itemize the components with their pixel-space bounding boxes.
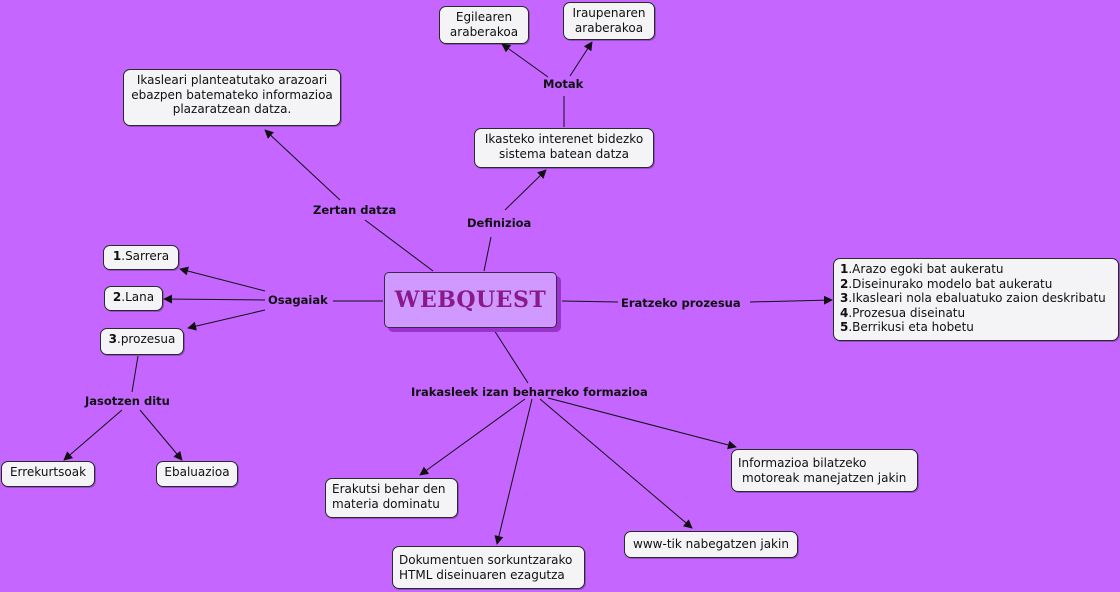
node-text: .Sarrera — [121, 249, 170, 263]
label-zertan-datza: Zertan datza — [313, 203, 397, 217]
node-line: HTML diseinuaren ezagutza — [399, 567, 565, 582]
label-motak: Motak — [543, 77, 584, 91]
node-number: 2 — [112, 290, 122, 304]
node-errekurtsoak[interactable]: Errekurtsoak — [1, 461, 95, 487]
node-ikasteko-interenet[interactable]: Ikasteko interenet bidezko sistema batea… — [474, 128, 654, 168]
node-www-nabegatzen[interactable]: www-tik nabegatzen jakin — [624, 531, 798, 558]
step-4: 4.Prozesua diseinatu — [840, 306, 1112, 321]
label-osagaiak: Osagaiak — [268, 293, 328, 307]
label-eratzeko-prozesua: Eratzeko prozesua — [621, 296, 741, 310]
step-2: 2.Diseinurako modelo bat aukeratu — [840, 277, 1112, 292]
node-dokumentuen-sorkuntzarako[interactable]: Dokumentuen sorkuntzarako HTML diseinuar… — [392, 546, 585, 589]
arrow-www — [539, 398, 693, 529]
connector-definizioa — [483, 236, 492, 272]
arrow-dokumentuen — [494, 398, 533, 545]
step-number: 4 — [840, 305, 849, 320]
node-eratzeko-steps[interactable]: 1.Arazo egoki bat aukeratu 2.Diseinurako… — [833, 258, 1119, 341]
arrow-lana — [163, 294, 266, 304]
node-line: motoreak manejatzen jakin — [742, 470, 907, 485]
node-egilearen-araberakoa[interactable]: Egilearen araberakoa — [439, 6, 529, 44]
node-lana[interactable]: 2.Lana — [104, 286, 163, 311]
label-jasotzen-ditu: Jasotzen ditu — [85, 394, 170, 408]
connector-zertan — [364, 219, 434, 272]
step-text: .Diseinurako modelo bat aukeratu — [848, 276, 1053, 291]
arrow-errekurtsoak — [63, 409, 123, 461]
step-text: .Arazo egoki bat aukeratu — [848, 262, 1004, 276]
node-sarrera[interactable]: 1.Sarrera — [103, 245, 179, 270]
node-line: araberakoa — [574, 20, 644, 35]
node-prozesua[interactable]: 3.prozesua — [100, 328, 184, 355]
node-line: ebazpen batemateko informazioa — [131, 87, 333, 102]
arrow-informazioa — [547, 397, 737, 450]
node-line: Ikasteko interenet bidezko — [484, 132, 644, 146]
node-number: 1 — [112, 249, 122, 263]
node-line: araberakoa — [449, 24, 519, 39]
step-number: 5 — [840, 320, 849, 334]
arrow-prozesua — [187, 309, 266, 331]
step-text: .Ikasleari nola ebaluatuko zaion deskrib… — [848, 291, 1106, 305]
node-line: Dokumentuen sorkuntzarako — [399, 553, 573, 567]
node-line: Erakutsi behar den — [332, 482, 446, 496]
node-text: .Lana — [121, 290, 155, 304]
arrow-ikasteko — [504, 169, 547, 211]
arrow-erakutsi — [419, 398, 526, 476]
step-text: .Berrikusi eta hobetu — [848, 320, 974, 334]
node-line: sistema batean datza — [499, 146, 629, 161]
arrow-ikasleari — [264, 129, 341, 201]
node-line: Ikasleari planteatutako arazoari — [136, 73, 328, 87]
step-3: 3.Ikasleari nola ebaluatuko zaion deskri… — [840, 291, 1112, 306]
node-line: Egilearen — [455, 10, 513, 24]
connector-jasotzen — [131, 355, 139, 393]
node-line: Iraupenaren — [572, 6, 646, 20]
step-number: 1 — [840, 262, 849, 276]
node-text: .prozesua — [117, 332, 176, 346]
node-line: Informazioa bilatzeko — [738, 456, 867, 470]
node-line: materia dominatu — [332, 496, 440, 511]
arrow-iraupenaren — [569, 41, 593, 77]
step-number: 3 — [840, 291, 849, 305]
node-ebaluazioa[interactable]: Ebaluazioa — [156, 461, 238, 487]
arrow-egilearen — [501, 43, 549, 78]
label-irakasleek-formazioa: Irakasleek izan beharreko formazioa — [411, 385, 648, 399]
label-definizioa: Definizioa — [467, 216, 532, 230]
node-number: 3 — [108, 332, 117, 346]
central-topic-webquest[interactable]: WEBQUEST — [384, 272, 557, 328]
arrow-steps — [749, 295, 833, 305]
node-line: plazaratzean datza. — [172, 102, 292, 116]
node-iraupenaren-araberakoa[interactable]: Iraupenaren araberakoa — [563, 2, 655, 40]
step-1: 1.Arazo egoki bat aukeratu — [840, 262, 1112, 277]
connector-irakasleek — [493, 329, 529, 384]
step-text: .Prozesua diseinatu — [848, 305, 966, 320]
step-5: 5.Berrikusi eta hobetu — [840, 320, 1112, 335]
node-informazioa-bilatzeko[interactable]: Informazioa bilatzeko motoreak manejatze… — [731, 449, 918, 492]
node-ikasleari-planteatutako[interactable]: Ikasleari planteatutako arazoari ebazpen… — [123, 69, 341, 126]
connector-eratzeko — [561, 300, 619, 303]
arrow-sarrera — [179, 266, 266, 292]
arrow-ebaluazioa — [139, 409, 183, 461]
node-erakutsi-behar-den[interactable]: Erakutsi behar den materia dominatu — [325, 478, 458, 518]
step-number: 2 — [840, 276, 849, 291]
